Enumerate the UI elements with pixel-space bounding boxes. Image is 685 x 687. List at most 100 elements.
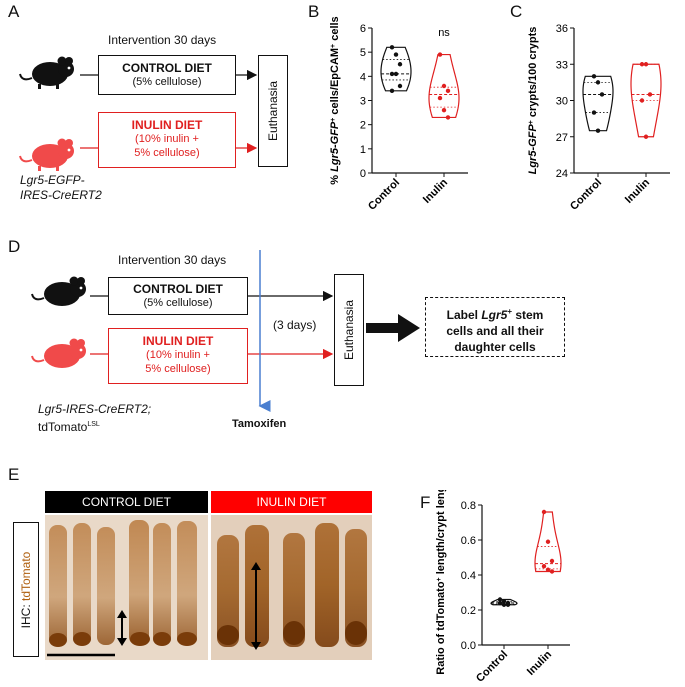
- panel-a-diagram: [19, 56, 258, 171]
- panel-letter-a: A: [8, 2, 20, 21]
- panel-a-control-diet-box: CONTROL DIET (5% cellulose): [98, 55, 236, 95]
- panel-a-control-sub: (5% cellulose): [132, 76, 202, 88]
- y-tick-label: 4: [360, 71, 366, 83]
- data-point: [639, 98, 645, 103]
- data-point: [541, 564, 547, 569]
- significance-label: ns: [438, 27, 450, 39]
- inulin-mouse-icon: [31, 338, 86, 368]
- panel-d-days: (3 days): [273, 318, 317, 332]
- control-mouse-icon: [19, 56, 74, 89]
- y-tick-label: 6: [360, 23, 366, 35]
- panel-d-inulin-sub2: 5% cellulose): [145, 363, 211, 375]
- data-point: [599, 92, 605, 97]
- data-point: [595, 128, 601, 133]
- panel-a-strain: Lgr5-EGFP- IRES-CreERT2: [20, 173, 102, 203]
- data-point: [545, 539, 551, 544]
- data-point: [393, 71, 399, 77]
- big-arrow-icon: [366, 314, 420, 342]
- violin-shape: [582, 75, 614, 132]
- label-text-b: Lgr5: [481, 308, 508, 322]
- x-tick-label: Inulin: [421, 176, 450, 205]
- y-tick-label: 0.2: [461, 605, 476, 617]
- y-axis-label: Lgr5-GFP+ crypts/100 crypts: [527, 27, 539, 175]
- label-text-a: Label: [446, 308, 482, 322]
- y-tick-label: 30: [556, 96, 568, 108]
- data-point: [397, 83, 403, 89]
- y-tick-label: 0.4: [461, 570, 476, 582]
- data-point: [397, 62, 403, 67]
- panel-letter-e: E: [8, 465, 20, 484]
- data-point: [445, 88, 451, 94]
- data-point: [441, 107, 447, 113]
- data-point: [643, 62, 649, 67]
- panel-a-strain-line1: Lgr5-EGFP-: [20, 173, 85, 187]
- control-crypts: [49, 520, 197, 647]
- y-axis-label: % Lgr5-GFP+ cells/EpCAM+ cells: [329, 16, 341, 184]
- data-point: [389, 88, 395, 94]
- panel-a-inulin-sub2: 5% cellulose): [134, 147, 200, 159]
- y-tick-label: 0.8: [461, 500, 476, 512]
- panel-letter-f: F: [420, 493, 431, 512]
- panel-a-control-title: CONTROL DIET: [122, 61, 212, 75]
- y-tick-label: 5: [360, 47, 366, 59]
- y-tick-label: 33: [556, 59, 568, 71]
- length-arrow-icon: [117, 562, 261, 650]
- panel-letter-c: C: [510, 2, 523, 21]
- data-point: [591, 74, 597, 79]
- panel-d-label-box: Label Lgr5+ stem cells and all their dau…: [425, 297, 565, 357]
- panel-d-strain-line1: Lgr5-IRES-CreERT2;: [38, 402, 152, 416]
- panel-d-inulin-diet-box: INULIN DIET (10% inulin + 5% cellulose): [108, 328, 248, 384]
- ihc-label: IHC:: [19, 600, 33, 628]
- x-tick-label: Inulin: [525, 648, 554, 677]
- x-tick-label: Control: [366, 177, 402, 213]
- data-point: [437, 95, 443, 101]
- data-point: [393, 52, 399, 57]
- panel-d-euthanasia-box: Euthanasia: [334, 274, 364, 386]
- panel-a-euthanasia-label: Euthanasia: [266, 80, 280, 142]
- data-point: [497, 600, 503, 606]
- panel-d-control-diet-box: CONTROL DIET (5% cellulose): [108, 277, 248, 315]
- data-point: [549, 558, 555, 564]
- panel-b-chart: 0 1 2 3 4 5 6 % Lgr5-GFP+ cells/EpCAM+ cellsCon…: [329, 16, 468, 213]
- data-point: [591, 110, 597, 115]
- y-axis-label: Ratio of tdTomato+ length/crypt length: [435, 490, 447, 675]
- label-text-line2: cells and all their: [446, 324, 544, 338]
- x-tick-label: Control: [568, 177, 604, 213]
- y-tick-label: 2: [360, 120, 366, 132]
- violin-shape: [380, 46, 412, 92]
- data-point: [639, 62, 645, 67]
- panel-d-diagram: [31, 250, 420, 412]
- data-point: [501, 599, 507, 604]
- data-point: [643, 134, 649, 139]
- data-point: [497, 597, 503, 602]
- panel-d-control-sub: (5% cellulose): [143, 297, 213, 309]
- data-point: [595, 80, 601, 85]
- ihc-label-box: IHC: tdTomato: [13, 522, 39, 657]
- x-tick-label: Control: [474, 649, 510, 685]
- data-point: [505, 602, 511, 607]
- panel-a-strain-line2: IRES-CreERT2: [20, 188, 102, 202]
- data-point: [501, 602, 507, 607]
- data-point: [389, 71, 395, 77]
- y-tick-label: 3: [360, 96, 366, 108]
- y-tick-label: 0: [360, 168, 366, 180]
- data-point: [545, 567, 551, 572]
- panel-e-micrographs: [45, 515, 372, 660]
- label-text-line3: daughter cells: [454, 340, 536, 354]
- data-point: [541, 509, 547, 515]
- panel-d-strain: Lgr5-IRES-CreERT2; tdTomatoLSL: [38, 402, 151, 435]
- panel-d-intervention: Intervention 30 days: [118, 253, 227, 267]
- y-tick-label: 1: [360, 144, 366, 156]
- y-tick-label: 0.0: [461, 640, 476, 652]
- panel-d-strain-line2b: LSL: [87, 421, 100, 428]
- data-point: [437, 52, 443, 57]
- data-point: [647, 92, 653, 97]
- inulin-mouse-icon: [19, 138, 74, 171]
- control-mouse-icon: [31, 276, 86, 306]
- data-point: [445, 115, 451, 120]
- data-point: [389, 45, 395, 50]
- ihc-target: tdTomato: [19, 551, 33, 601]
- panel-d-inulin-title: INULIN DIET: [142, 334, 214, 348]
- panel-letter-b: B: [308, 2, 320, 21]
